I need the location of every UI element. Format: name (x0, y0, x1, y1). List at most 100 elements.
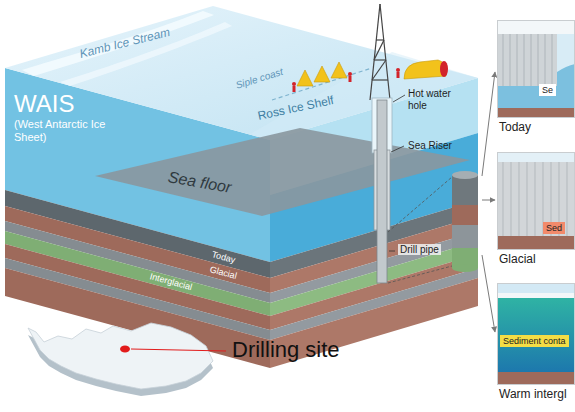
people-figures (292, 68, 400, 92)
panel-today-scene-part-part (524, 34, 525, 86)
core-dashed-lines-part (388, 266, 452, 283)
panel-glacial-scene-part (497, 162, 575, 236)
panel-glacial-scene-part-part (503, 162, 504, 236)
panel-warm-scene (497, 283, 575, 385)
panel-glacial-scene-part-part (535, 162, 536, 236)
antarctica-inset-part (120, 346, 130, 353)
panel-heading: Glacial (499, 253, 536, 267)
ice-top-surface-part (250, 52, 478, 140)
camp-tents-part (404, 60, 446, 79)
map-label-holder: Drilling site (232, 337, 340, 362)
panel-today-scene-part-part (552, 34, 553, 86)
part-label-holder: Sea Riser (408, 140, 452, 152)
panel-today-scene-part-part (517, 34, 518, 86)
ice-top-surface-part (60, 22, 232, 86)
panel-today-scene (497, 20, 575, 118)
tag-text: Se (542, 85, 553, 95)
scene-panel: SeToday (497, 20, 575, 118)
antarctica-inset-part (28, 323, 213, 389)
camp-tents-part (331, 62, 347, 78)
drill-tower-part (372, 79, 388, 80)
antarctica-inset-part (131, 349, 226, 351)
part-label-holder: Drill pipe (398, 244, 441, 256)
panel-glacial-scene-part (503, 162, 567, 236)
part-label-holder: Hot water hole (408, 88, 470, 111)
drill-tower-part (380, 4, 390, 100)
panel-glacial-scene (497, 152, 575, 250)
people-figures-part (397, 72, 400, 78)
panel-glacial-scene-part-part (511, 162, 512, 236)
people-figures-part (349, 76, 352, 82)
panel-today-scene-part (497, 108, 575, 118)
people-figures-part (293, 86, 296, 92)
scene-panel: Sediment contaWarm intergl (497, 283, 575, 385)
panel-glacial-scene-part-part (519, 162, 520, 236)
sea-floor-plane (95, 128, 470, 216)
panel-today-scene-part (497, 20, 575, 118)
leader-lines-part (389, 251, 395, 252)
sediment-core (452, 171, 478, 272)
panel-warm-scene-part (498, 284, 575, 385)
panel-warm-scene-part (497, 283, 575, 298)
region-name-holder: WAIS (14, 90, 74, 118)
panel-glacial-scene-part-part (567, 162, 568, 236)
camp-tents-part (297, 70, 313, 86)
core-arrows (482, 72, 495, 332)
core-dashed-lines-part (388, 177, 452, 232)
panel-heading: Warm intergl (499, 388, 567, 402)
part-label: Hot water hole (408, 88, 451, 111)
region-subtitle-holder: (West Antarctic Ice Sheet) (14, 118, 106, 143)
sediment-tag: Sed (543, 222, 565, 234)
drill-tower (370, 4, 390, 100)
sea-floor-plane-part (95, 128, 470, 216)
region-subtitle: (West Antarctic Ice Sheet) (14, 118, 106, 143)
antarctica-inset (28, 323, 226, 396)
core-arrows-part (482, 200, 495, 201)
panel-today-scene-part (497, 64, 575, 108)
borehole (372, 98, 392, 283)
panel-warm-scene-part (497, 298, 575, 372)
camp-tents-part (314, 66, 330, 82)
sediment-core-part (452, 175, 478, 205)
leader-lines (389, 95, 405, 251)
people-figures-part (348, 72, 352, 76)
sediment-core-part (452, 225, 478, 248)
drill-tower-part (374, 40, 384, 60)
sediment-core-part (452, 264, 478, 272)
core-arrows-part (482, 255, 495, 332)
sediment-tag: Sediment conta (500, 335, 569, 347)
drill-tower-part (374, 59, 386, 60)
panel-glacial-scene-part-part (527, 162, 528, 236)
panel-today-scene-part (497, 34, 557, 86)
part-label: Drill pipe (398, 244, 441, 255)
borehole-part (377, 100, 387, 283)
region-name: WAIS (14, 90, 74, 117)
people-figures-part (292, 82, 296, 86)
panel-today-scene-part (498, 21, 575, 118)
panel-warm-scene-part (497, 372, 575, 385)
sediment-core-part (452, 205, 478, 225)
panel-today-scene-part-part (538, 34, 539, 86)
panel-today-scene-part (497, 20, 575, 34)
leader-lines-part (391, 146, 404, 152)
scene-panel: SedGlacial (497, 152, 575, 250)
panel-today-scene-part (503, 34, 552, 86)
sediment-core-part (452, 171, 478, 179)
core-dashed-lines (388, 177, 452, 283)
panel-today-scene-part-part (503, 34, 504, 86)
panel-heading: Today (499, 121, 531, 135)
leader-lines-part (393, 95, 405, 102)
panel-today-scene-part-part (545, 34, 546, 86)
panel-glacial-scene-part (498, 153, 575, 250)
drill-tower-part (372, 60, 386, 80)
sediment-tag: Se (539, 84, 556, 96)
panel-glacial-scene-part (497, 152, 575, 162)
panel-warm-scene-part (497, 293, 575, 298)
tag-text: Sediment conta (503, 336, 566, 346)
map-label: Drilling site (232, 337, 340, 362)
panel-today-scene-part-part (531, 34, 532, 86)
panel-glacial-scene-part (497, 236, 575, 250)
drill-tower-part (376, 39, 384, 40)
tag-text: Sed (546, 223, 562, 233)
